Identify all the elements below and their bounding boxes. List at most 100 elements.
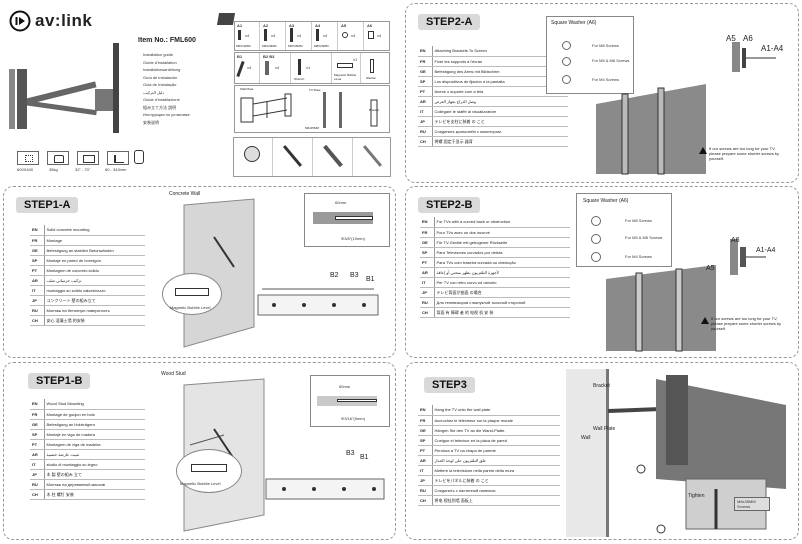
wall-label: Wood Stud	[161, 371, 186, 377]
guide-line: 安装说明	[143, 119, 159, 125]
spec-extra	[134, 150, 148, 166]
washer-circle-icon	[591, 216, 601, 226]
lang-code: JP	[420, 287, 435, 298]
spacer-stack-drawing	[716, 227, 786, 287]
part-code-a6: A6	[731, 237, 740, 244]
lang-code: CH	[418, 136, 433, 147]
lang-text: Para Televisores curvados por detrás	[434, 247, 570, 258]
washer-circle-icon	[562, 75, 571, 84]
logo: av:link	[9, 10, 109, 32]
label-wall-plate: Wall Plate	[593, 426, 616, 432]
lang-code: SP	[420, 247, 435, 258]
label-wall: Wall	[581, 435, 591, 441]
washer-circle-icon	[562, 41, 571, 50]
lang-code: JP	[30, 295, 45, 306]
lang-code: RU	[418, 485, 433, 496]
lang-code: FR	[30, 409, 45, 420]
screw-icon	[238, 30, 241, 40]
tv-icon	[83, 155, 95, 163]
brand-name: av:link	[35, 11, 93, 30]
drill-bar	[337, 399, 377, 402]
tool-cell	[234, 138, 273, 176]
lang-text: تركيب خرساني صلب	[44, 275, 145, 286]
screw-label: For M8 Screws	[592, 43, 619, 48]
washer-circle-icon	[562, 57, 571, 66]
part-label: M6x35MM	[305, 126, 320, 130]
guide-line: Guide d'installation	[143, 59, 177, 65]
level-label: Magnetic Bubble Level	[180, 481, 221, 486]
spec-weight-label: 35kg	[49, 167, 58, 172]
lang-text: Befestigung des Arms mit Bildschirm	[432, 66, 568, 77]
lang-text: For TVs with a curved back or obstructio…	[434, 217, 570, 228]
anchor-icon	[265, 61, 269, 75]
lang-code: JP	[30, 469, 45, 480]
bracket-drawing	[370, 99, 378, 127]
part-code: A3	[289, 23, 295, 28]
guide-line: Installationsanleitung	[143, 67, 181, 72]
lang-code: EN	[418, 46, 433, 57]
part-spec: M6X12MM	[236, 44, 251, 48]
grid-icon	[25, 155, 33, 162]
lang-text: Montage	[44, 235, 145, 246]
washer-icon	[342, 32, 348, 38]
lang-code: GE	[418, 425, 433, 436]
lang-text: Pour TVs avec un dos incurvé	[434, 227, 570, 238]
step1b-depth-inset: 60mm Φ3/16"(5mm)	[310, 375, 390, 427]
lang-text: Los dispositivos de fijación a la pantal…	[432, 76, 568, 87]
depth-icon	[114, 155, 124, 163]
part-spec: M8X20MM	[314, 44, 329, 48]
drill-bit-icon	[323, 144, 343, 168]
lang-code: CH	[418, 495, 433, 506]
warning-text: If our screws are too long for your TV, …	[709, 146, 780, 161]
lang-text: 安心 混凝土墙 的安装	[44, 315, 145, 326]
guide-list: Installation guide Guide d'installation …	[143, 51, 223, 126]
tv-back-drawing	[596, 74, 746, 179]
part-code: A5	[341, 23, 347, 28]
cover-panel: av:link Item No.: FML600 Installation gu…	[3, 3, 396, 181]
bolt-icon	[236, 60, 245, 78]
part-qty: x4	[377, 33, 382, 38]
lang-text: Per TV con retro curvo od ostruito	[434, 277, 570, 288]
square-washer-icon	[368, 31, 374, 39]
warning-text: If our screws are too long for your TV, …	[711, 316, 782, 331]
lang-text: Montaje en pared de hormigón	[44, 255, 145, 266]
part-a5: A5 x4	[339, 22, 364, 50]
lang-code: CH	[30, 489, 45, 500]
code-b3: B3	[346, 450, 355, 457]
lang-code: PT	[30, 265, 45, 276]
lang-text: Hängen Sie den TV an die Wand-Platte.	[432, 425, 560, 436]
washer-circle-icon	[591, 234, 601, 244]
part-qty: x4	[271, 33, 276, 38]
step2a-washer-box: Square Washer (A6) For M8 Screws For M5 …	[546, 16, 634, 94]
level-icon	[337, 63, 353, 68]
part-code-a5: A5	[726, 34, 736, 43]
screw-label: For M8 Screws	[625, 218, 652, 223]
screwdriver-icon	[282, 145, 303, 167]
lang-text: studio di montaggio su legno	[44, 459, 145, 470]
part-qty: x1	[353, 57, 358, 62]
level-icon	[191, 464, 227, 472]
part-b2b3: B2 B3 x4	[261, 53, 291, 83]
hang-tv-drawing	[566, 369, 798, 537]
lang-code: AR	[418, 96, 433, 107]
lang-code: RU	[420, 297, 435, 308]
part-code-a1a4: A1-A4	[756, 247, 776, 254]
depth-value: 60mm	[335, 200, 347, 205]
